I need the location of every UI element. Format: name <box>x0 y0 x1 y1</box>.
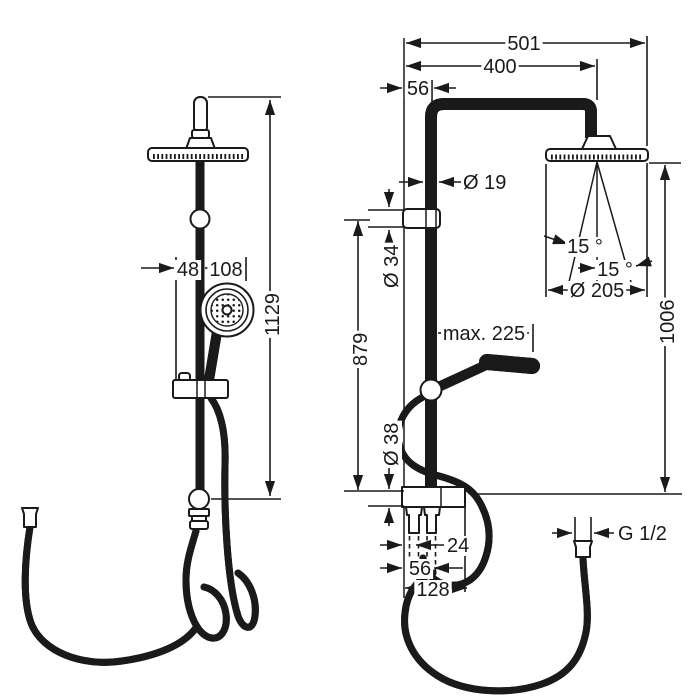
side-valve-body <box>401 486 466 508</box>
dim-501-label: 501 <box>507 33 540 55</box>
dimension-labels: 501 400 56 Ø 19 Ø 34 15 ° 15 ° Ø 205 879… <box>174 33 679 601</box>
dim-dia38-ticks <box>344 490 404 507</box>
front-handshower-center-button <box>221 304 233 316</box>
dim-thread-label: G 1/2 <box>618 523 667 545</box>
front-outlet-nut-3 <box>189 520 209 530</box>
front-outlet-nut-1 <box>188 508 210 517</box>
front-holder-detail-lines <box>196 380 206 398</box>
dim-24-label: 24 <box>447 535 469 557</box>
front-slider-holder <box>172 379 229 399</box>
dim-angle-a-label: 15 ° <box>567 236 603 258</box>
dim-max225-label: max. 225 <box>443 323 525 345</box>
dim-128-label: 128 <box>416 579 449 601</box>
dim-400-label: 400 <box>483 56 516 78</box>
side-head-cone <box>581 135 617 150</box>
dim-48-label: 48 <box>177 259 199 281</box>
dim-dia205-label: Ø 205 <box>570 280 624 302</box>
side-view-figure <box>398 38 649 691</box>
side-inlet-connector-1 <box>405 506 423 534</box>
dim-dia38-label: Ø 38 <box>381 423 403 466</box>
side-wall-bracket-detail <box>425 210 437 227</box>
dim-dia34-ticks <box>368 209 404 228</box>
front-lower-ball-joint <box>188 488 210 510</box>
dim-108-label: 108 <box>209 259 242 281</box>
dim-angle-a-leader <box>543 234 569 245</box>
front-bar-top-cap <box>193 96 208 134</box>
dim-angle-b-arrow-right <box>635 256 653 267</box>
dim-879-label: 879 <box>350 333 372 366</box>
front-upper-ball-joint <box>189 208 211 230</box>
side-holder-ball-joint <box>419 378 443 402</box>
dim-56-label: 56 <box>407 78 429 100</box>
side-overhead-shower-plate <box>545 148 649 162</box>
side-inlet-hidden-lines <box>408 536 437 576</box>
side-view-dimensions <box>344 36 682 594</box>
front-view-figure <box>21 96 255 666</box>
side-inlet-connector-2 <box>423 506 441 534</box>
side-hose-end-connector <box>573 540 593 558</box>
side-wall-bracket <box>402 208 441 229</box>
dim-dia34-label: Ø 34 <box>381 245 403 288</box>
dim-1006-label: 1006 <box>657 300 679 345</box>
dim-56b-label: 56 <box>409 558 431 580</box>
front-overhead-shower-plate <box>147 147 249 162</box>
front-hose-sweep <box>21 523 199 666</box>
front-hose-end-connector <box>21 507 39 528</box>
dim-thread-extensions <box>574 517 592 541</box>
dim-dia19-label: Ø 19 <box>463 172 506 194</box>
dim-angle-b-label: 15 ° <box>597 259 633 281</box>
front-arm-nut <box>191 129 210 139</box>
dim-1129-ticks <box>208 96 281 500</box>
dim-1129-label: 1129 <box>262 293 284 336</box>
